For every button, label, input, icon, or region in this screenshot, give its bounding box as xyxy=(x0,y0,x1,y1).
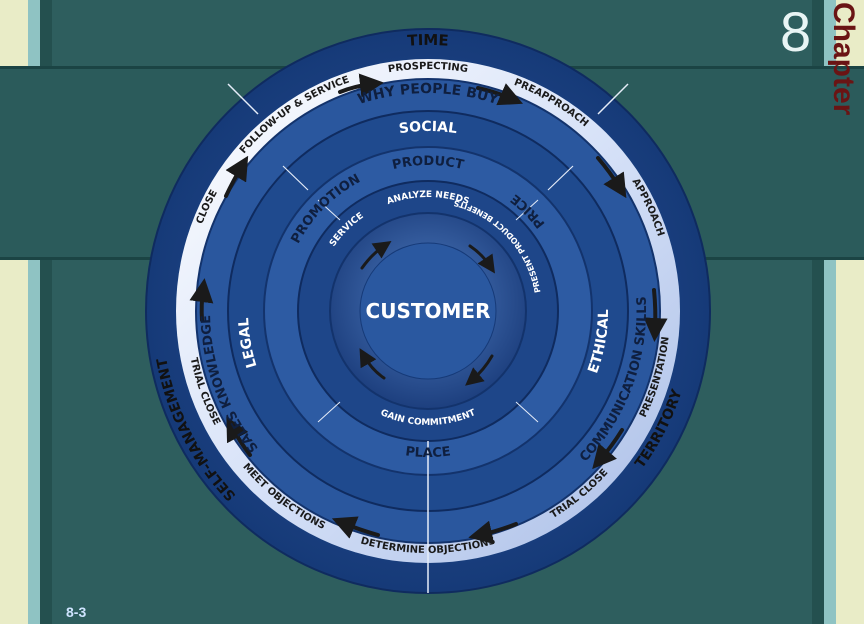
arrow-icon xyxy=(468,244,495,274)
step-prospecting: PROSPECTING xyxy=(387,61,468,75)
inner-arrows xyxy=(359,241,495,386)
arrow-icon xyxy=(596,156,627,199)
arrow-icon xyxy=(468,520,518,545)
arrow-icon xyxy=(476,83,523,106)
arrow-icon xyxy=(643,288,668,342)
arrow-icon xyxy=(359,348,386,380)
divider-line xyxy=(597,83,629,115)
step-arrows xyxy=(189,73,668,545)
product-label: PRODUCT xyxy=(391,154,465,173)
arrow-icon xyxy=(465,354,494,386)
time-label: TIME xyxy=(407,31,449,50)
chapter-number: 8 xyxy=(780,0,812,63)
arrow-icon xyxy=(226,416,252,457)
slide-number: 8-3 xyxy=(66,604,87,620)
divider-line xyxy=(515,199,539,221)
arrow-icon xyxy=(224,155,249,198)
arrow-icon xyxy=(360,241,392,270)
divider-line xyxy=(317,401,341,423)
divider-line xyxy=(547,165,574,191)
divider-line xyxy=(227,83,259,115)
arrow-icon xyxy=(189,278,214,322)
divider-line xyxy=(515,401,539,423)
arrow-icon xyxy=(338,73,384,98)
divider-line xyxy=(317,199,341,221)
customer-label: CUSTOMER xyxy=(366,299,491,323)
customer-core xyxy=(359,242,497,380)
chapter-word: Chapter xyxy=(827,2,860,116)
arrow-icon xyxy=(331,516,380,539)
place-label: PLACE xyxy=(404,444,451,461)
arrow-icon xyxy=(592,428,624,470)
social-label: SOCIAL xyxy=(398,119,458,137)
divider-line xyxy=(282,165,309,191)
